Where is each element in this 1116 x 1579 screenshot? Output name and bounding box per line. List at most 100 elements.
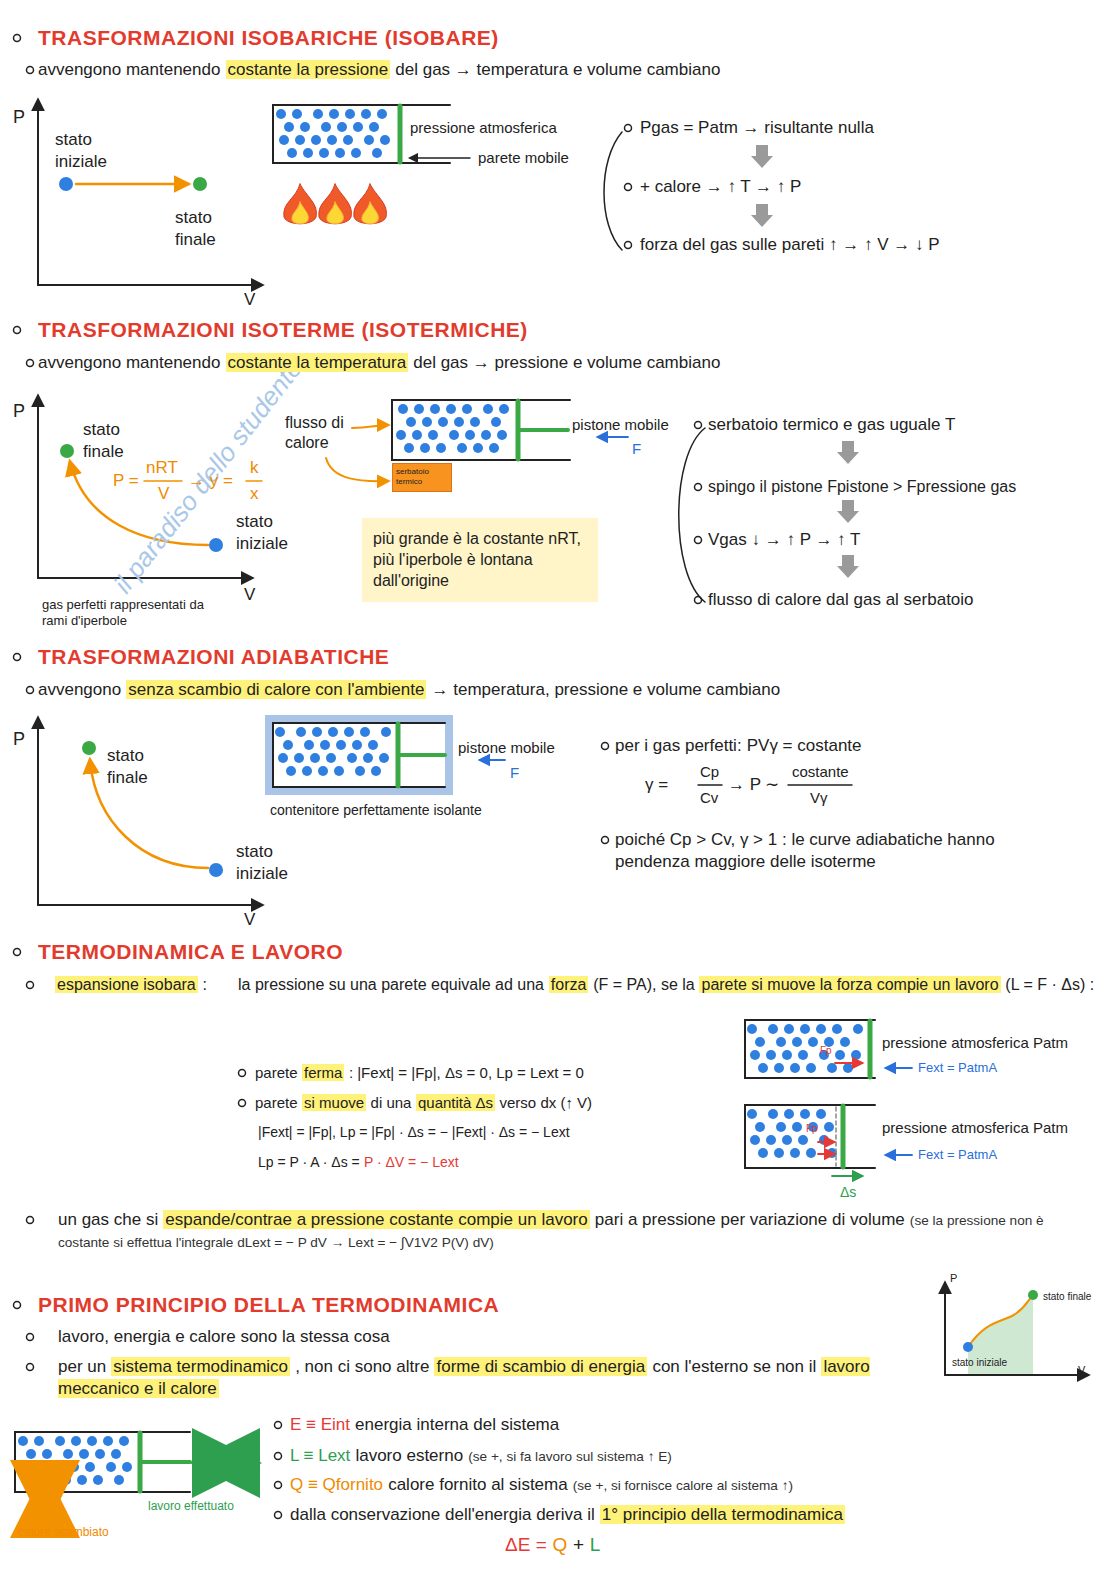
label-text: flusso di calore (285, 414, 344, 452)
old-wall-position (835, 1107, 837, 1166)
gas-molecule (334, 766, 344, 776)
gas-molecule (276, 109, 286, 119)
highlighted-text: forme di scambio di energia (434, 1357, 647, 1376)
label-text: per i gas perfetti: (615, 736, 742, 755)
gas-molecule (363, 753, 373, 763)
gas-molecule (320, 740, 330, 750)
section-heading: TERMODINAMICA E LAVORO (38, 938, 343, 965)
piston-rod (140, 1460, 190, 1464)
gas-molecule (372, 148, 382, 158)
gas-molecule (119, 1436, 129, 1446)
force-arrow (598, 436, 628, 438)
text-line: F (632, 439, 641, 459)
label-text: P (950, 1272, 957, 1284)
text-line: x (250, 483, 259, 505)
text-line: stato iniziale (55, 129, 115, 173)
gas-molecule (303, 148, 313, 158)
label-text: stato iniziale (952, 1357, 1007, 1368)
gas-molecule (396, 430, 406, 440)
label-text: → y = (188, 471, 233, 490)
text-line: F (510, 763, 519, 783)
label-text: γ = (645, 775, 668, 794)
bullet (14, 35, 21, 42)
node-text: più grande è la costante nRT, più l'iper… (373, 529, 587, 591)
text-line: un gas che siespande/contrae a pressione… (58, 1209, 1098, 1253)
gas-molecule (766, 1050, 776, 1060)
gas-molecule (819, 1135, 829, 1145)
gas-molecule (747, 1024, 757, 1034)
gas-molecule (53, 1462, 63, 1472)
fraction-bar (144, 480, 182, 482)
bullet (275, 1422, 282, 1429)
gas-molecule (454, 417, 464, 427)
insulating-container (265, 715, 453, 795)
gas-molecule (69, 1462, 79, 1472)
gas-molecule (755, 1037, 765, 1047)
label-text: del gas → temperatura e volume cambiano (395, 60, 720, 79)
label-text: nRT (146, 458, 178, 477)
gas-molecule (355, 766, 365, 776)
text-line: Fp (820, 1044, 832, 1057)
force-arrow (835, 1062, 862, 1064)
cylinder-inner (273, 723, 445, 787)
gas-molecule (71, 1436, 81, 1446)
label-text: : (203, 976, 207, 993)
gas-molecule (379, 753, 389, 763)
text-line: gas perfetti rappresentati da rami d'ipe… (42, 597, 212, 631)
gas-molecules (747, 1109, 837, 1158)
text-line: pressione atmosferica Patm (882, 1033, 1068, 1053)
gas-molecule (843, 1063, 853, 1073)
gas-molecule (18, 1436, 28, 1446)
gas-molecule (353, 122, 363, 132)
label-text: stato iniziale (236, 842, 288, 883)
gas-molecule (371, 766, 381, 776)
bullet (14, 654, 21, 661)
label-text: pari a pressione per variazione di volum… (595, 1210, 905, 1229)
gas-molecule (335, 148, 345, 158)
label-text: Fp (806, 1123, 818, 1134)
text-line: Cp (700, 762, 719, 782)
gas-molecule (287, 148, 297, 158)
gas-molecule (766, 1135, 776, 1145)
label-text: pistone mobile (572, 416, 669, 433)
gas-molecule (750, 1050, 760, 1060)
gas-molecule (422, 417, 432, 427)
label-text: verso dx (↑ V) (500, 1094, 593, 1111)
gas-molecule (816, 1024, 826, 1034)
label-text: Q ≡ Qfornito (290, 1475, 383, 1494)
gas-molecule (321, 122, 331, 132)
text-line: + calore → ↑ T → ↑ P (640, 176, 801, 198)
text-line: per i gas perfetti: PVγ = costante (615, 735, 862, 757)
text-line: Δs (840, 1183, 856, 1201)
label-text: PVγ = costante (747, 736, 862, 755)
gas-molecule (93, 1475, 103, 1485)
bullet (625, 242, 632, 249)
label-text: costante (792, 763, 849, 780)
bullet (27, 687, 34, 694)
text-line: |Fext| = |Fp|, Lp = |Fp| · Δs = − |Fext|… (258, 1123, 570, 1141)
gas-molecule (34, 1436, 44, 1446)
gas-molecule (806, 1063, 816, 1073)
gas-molecule (798, 1050, 808, 1060)
gas-molecules (747, 1024, 863, 1073)
highlighted-text: 1° principio della termodinamica (600, 1505, 845, 1524)
text-line: lavoro effettuato (148, 1499, 234, 1515)
initial-state-dot (209, 863, 223, 877)
fraction-bar (246, 480, 262, 482)
gas-molecule (768, 1109, 778, 1119)
gas-molecule (364, 135, 374, 145)
text-line: Fext = PatmA (918, 1060, 997, 1077)
gas-molecule (286, 766, 296, 776)
label-text: V (244, 910, 255, 929)
y-axis (944, 1283, 946, 1375)
label-text: pressione atmosferica (410, 119, 557, 136)
label-text: con l'esterno se non il (652, 1357, 816, 1376)
label-text: L (590, 1534, 601, 1555)
gas-molecule (377, 109, 387, 119)
gas-molecule (438, 417, 448, 427)
label-text: V (158, 484, 169, 503)
gas-molecule (774, 1148, 784, 1158)
bullet (602, 837, 609, 844)
text-line: P (950, 1271, 957, 1285)
bullet (27, 67, 34, 74)
